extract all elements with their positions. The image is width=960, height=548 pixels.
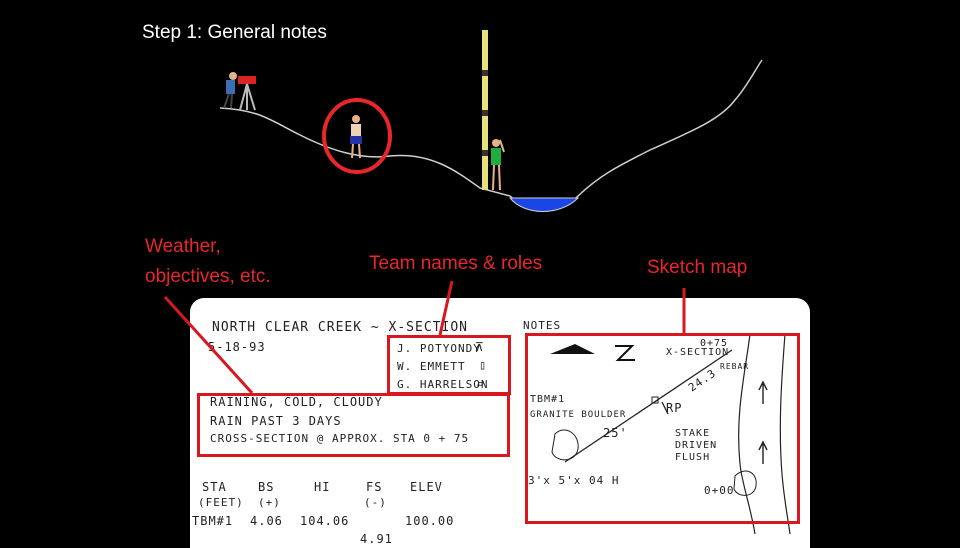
team-member-2: W. EMMETT xyxy=(397,360,466,373)
table-header-fs: FS xyxy=(366,480,383,494)
table-header-elev: ELEV xyxy=(410,480,443,494)
condition-line-3: CROSS-SECTION @ APPROX. STA 0 + 75 xyxy=(210,432,470,445)
table-header-hi: HI xyxy=(314,480,331,494)
sketch-xsection: X-SECTION xyxy=(666,347,730,358)
team-member-1: J. POTYONDY xyxy=(397,342,481,355)
survey-line xyxy=(564,349,733,463)
rod-icon: ▯ xyxy=(479,358,488,372)
north-arrow xyxy=(550,344,595,354)
notebook-header: NORTH CLEAR CREEK ~ X-SECTION xyxy=(212,320,468,335)
sketch-rp: RP xyxy=(666,401,683,415)
highlight-circle xyxy=(322,98,392,174)
terrain-illustration xyxy=(219,30,763,212)
table-row-elev: 100.00 xyxy=(405,514,455,528)
sketch-highlight-box xyxy=(525,333,800,524)
sketch-distance-2: 25' xyxy=(603,426,628,440)
notebook-date: 5-18-93 xyxy=(208,340,266,354)
notes-label: NOTES xyxy=(523,319,562,332)
sketch-stake-3: FLUSH xyxy=(675,452,711,463)
water-channel xyxy=(508,197,580,212)
sketch-station-top: 0+75 xyxy=(700,338,729,349)
sketch-boulder-size: 3'x 5'x 04 H xyxy=(528,474,620,487)
table-row-partial: 4.91 xyxy=(360,532,393,546)
weather-label: Weather, objectives, etc. xyxy=(145,232,271,292)
north-symbol xyxy=(615,345,635,361)
table-row-sta: TBM#1 xyxy=(192,514,234,528)
sketch-stake-1: STAKE xyxy=(675,428,711,439)
note-taker-figure xyxy=(350,115,362,159)
field-notebook-page: NORTH CLEAR CREEK ~ X-SECTION 5-18-93 NO… xyxy=(190,298,810,548)
sketch-stake-2: DRIVEN xyxy=(675,440,718,451)
bank-boulder xyxy=(733,470,757,496)
weather-label-line1: Weather, xyxy=(145,236,221,257)
table-header-bs: BS xyxy=(258,480,275,494)
stake-arrow xyxy=(661,401,669,415)
sketch-tbm: TBM#1 xyxy=(530,394,566,405)
notebook-icon: ▱ xyxy=(477,376,486,390)
rp-marker xyxy=(651,396,659,404)
level-icon: ⊼ xyxy=(475,340,485,354)
table-subheader-plus: (+) xyxy=(258,496,281,509)
weather-label-line2: objectives, etc. xyxy=(145,266,271,287)
creek-bank-right xyxy=(779,334,791,534)
granite-boulder xyxy=(551,429,579,461)
slide-title: Step 1: General notes xyxy=(142,22,327,43)
team-label: Team names & roles xyxy=(369,253,543,274)
flow-arrow-upper xyxy=(758,380,768,404)
sketch-station-bottom: 0+00 xyxy=(704,484,735,497)
sketch-granite-boulder: GRANITE BOULDER xyxy=(530,410,627,420)
conditions-highlight-box xyxy=(197,393,510,457)
creek-bank-left xyxy=(738,334,756,534)
sketch-label: Sketch map xyxy=(647,257,748,278)
table-subheader-feet: (FEET) xyxy=(198,496,244,509)
survey-rod xyxy=(482,30,488,190)
ground-profile xyxy=(219,59,763,211)
condition-line-2: RAIN PAST 3 DAYS xyxy=(210,414,342,428)
table-subheader-minus: (-) xyxy=(364,496,387,509)
team-member-3: G. HARRELSON xyxy=(397,378,489,391)
flow-arrow-lower xyxy=(758,440,768,464)
rod-holder-figure xyxy=(491,139,505,191)
sketch-map-drawing xyxy=(550,334,791,534)
surveyor-with-level-figure xyxy=(223,72,256,111)
table-row-bs: 4.06 xyxy=(250,514,283,528)
sketch-rebar: REBAR xyxy=(720,362,750,371)
table-row-hi: 104.06 xyxy=(300,514,350,528)
condition-line-1: RAINING, COLD, CLOUDY xyxy=(210,395,383,409)
team-highlight-box xyxy=(387,335,511,395)
table-header-sta: STA xyxy=(202,480,227,494)
